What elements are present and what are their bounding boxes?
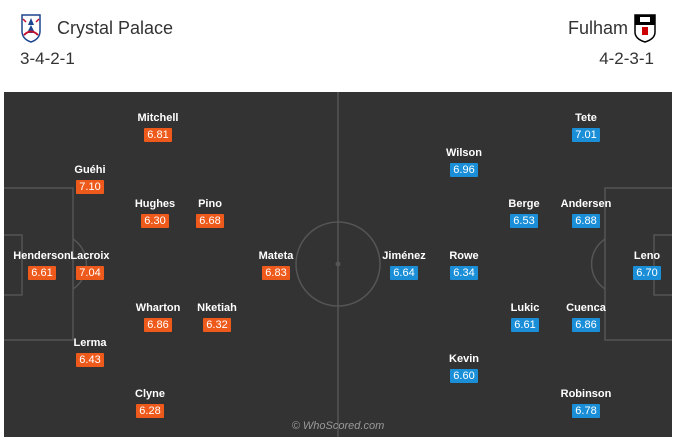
player-rating: 6.60 (450, 369, 478, 383)
player-name: Henderson (13, 250, 71, 262)
match-header: Crystal Palace 3-4-2-1 Fulham 4-2-3-1 (0, 0, 676, 90)
player-rating: 6.68 (196, 214, 224, 228)
player-name: Berge (508, 198, 540, 210)
crystal-palace-crest-icon (21, 14, 41, 43)
away-player[interactable]: Jiménez 6.64 (374, 250, 434, 281)
player-name: Andersen (560, 198, 612, 210)
player-rating: 6.64 (390, 266, 418, 280)
player-rating: 6.61 (511, 318, 539, 332)
pitch: Henderson 6.61 Guéhi 7.10 Lacroix 7.04 L… (4, 92, 672, 437)
player-rating: 6.53 (510, 214, 538, 228)
away-player[interactable]: Robinson 6.78 (556, 388, 616, 419)
home-player[interactable]: Wharton 6.86 (128, 302, 188, 333)
player-name: Cuenca (566, 302, 606, 314)
home-player[interactable]: Guéhi 7.10 (60, 164, 120, 195)
player-rating: 6.86 (144, 318, 172, 332)
home-team-name[interactable]: Crystal Palace (57, 18, 174, 38)
player-name: Kevin (449, 353, 479, 365)
player-rating: 7.10 (76, 180, 104, 194)
player-name: Tete (575, 112, 597, 124)
away-player[interactable]: Lukic 6.61 (495, 302, 555, 333)
player-name: Lacroix (70, 250, 110, 262)
home-player[interactable]: Henderson 6.61 (12, 250, 72, 281)
away-team-name[interactable]: Fulham (567, 18, 628, 38)
home-player[interactable]: Lacroix 7.04 (60, 250, 120, 281)
player-name: Clyne (135, 388, 165, 400)
player-name: Wharton (135, 302, 181, 314)
player-rating: 6.34 (450, 266, 478, 280)
away-player[interactable]: Kevin 6.60 (434, 353, 494, 384)
player-name: Lukic (510, 302, 540, 314)
player-rating: 6.70 (633, 266, 661, 280)
home-player[interactable]: Hughes 6.30 (125, 198, 185, 229)
player-rating: 7.04 (76, 266, 104, 280)
player-name: Wilson (446, 147, 482, 159)
away-formation: 4-2-3-1 (599, 49, 654, 68)
player-rating: 6.32 (203, 318, 231, 332)
player-rating: 6.81 (144, 128, 172, 142)
watermark: © WhoScored.com (291, 420, 385, 432)
player-name: Rowe (449, 250, 479, 262)
away-player[interactable]: Wilson 6.96 (434, 147, 494, 178)
fulham-crest-icon (634, 14, 656, 43)
home-player[interactable]: Mitchell 6.81 (128, 112, 188, 143)
player-name: Mitchell (137, 112, 179, 124)
player-name: Hughes (134, 198, 176, 210)
player-name: Guéhi (74, 164, 106, 176)
player-rating: 6.28 (136, 404, 164, 418)
home-formation: 3-4-2-1 (20, 49, 75, 68)
home-player[interactable]: Lerma 6.43 (60, 337, 120, 368)
player-rating: 6.88 (572, 214, 600, 228)
player-rating: 6.78 (572, 404, 600, 418)
player-rating: 6.86 (572, 318, 600, 332)
home-player[interactable]: Clyne 6.28 (120, 388, 180, 419)
away-player[interactable]: Cuenca 6.86 (556, 302, 616, 333)
pitch-markings (4, 92, 672, 437)
away-player[interactable]: Andersen 6.88 (556, 198, 616, 229)
player-rating: 6.30 (141, 214, 169, 228)
player-rating: 6.83 (262, 266, 290, 280)
player-rating: 6.43 (76, 353, 104, 367)
player-rating: 6.96 (450, 163, 478, 177)
away-player[interactable]: Berge 6.53 (494, 198, 554, 229)
home-player[interactable]: Nketiah 6.32 (187, 302, 247, 333)
player-name: Leno (633, 250, 661, 262)
player-name: Jiménez (382, 250, 426, 262)
player-name: Robinson (560, 388, 612, 400)
player-name: Pino (198, 198, 222, 210)
home-player[interactable]: Pino 6.68 (180, 198, 240, 229)
player-rating: 6.61 (28, 266, 56, 280)
home-player[interactable]: Mateta 6.83 (246, 250, 306, 281)
away-player[interactable]: Rowe 6.34 (434, 250, 494, 281)
away-player[interactable]: Tete 7.01 (556, 112, 616, 143)
player-name: Nketiah (197, 302, 237, 314)
player-rating: 7.01 (572, 128, 600, 142)
away-player[interactable]: Leno 6.70 (617, 250, 672, 281)
player-name: Mateta (258, 250, 294, 262)
player-name: Lerma (73, 337, 107, 349)
